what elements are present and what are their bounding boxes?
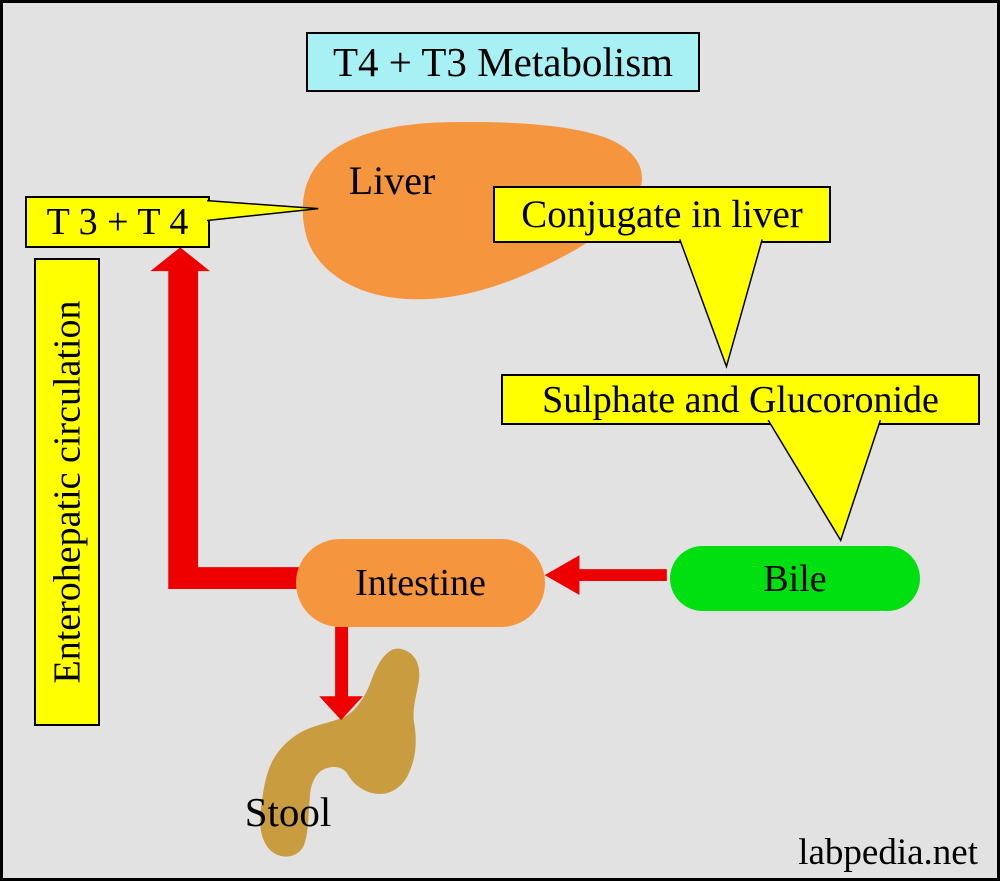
conjugate-label: Conjugate in liver xyxy=(521,193,803,236)
stool-shape xyxy=(260,648,420,857)
watermark: labpedia.net xyxy=(798,831,978,873)
liver-label: Liver xyxy=(348,158,436,203)
conjugate-in-liver-callout: Conjugate in liver xyxy=(493,186,831,243)
bile-label: Bile xyxy=(763,557,827,600)
title-box: T4 + T3 Metabolism xyxy=(306,32,700,92)
enterohepatic-circulation-box: Enterohepatic circulation xyxy=(34,258,100,726)
arrow-bile-to-intestine xyxy=(544,555,667,595)
enterohepatic-label: Enterohepatic circulation xyxy=(46,300,88,684)
stool-label: Stool xyxy=(244,788,332,835)
bile-node: Bile xyxy=(670,546,920,611)
t3-t4-box: T 3 + T 4 xyxy=(25,196,210,248)
shapes-layer xyxy=(150,121,667,857)
sulphate-glucoronide-callout: Sulphate and Glucoronide xyxy=(501,374,980,425)
intestine-node: Intestine xyxy=(296,539,545,627)
title-text: T4 + T3 Metabolism xyxy=(332,38,674,85)
intestine-label: Intestine xyxy=(355,562,486,604)
sulphate-label: Sulphate and Glucoronide xyxy=(542,378,939,421)
t3-t4-label: T 3 + T 4 xyxy=(46,201,189,243)
arrow-intestine-to-stool xyxy=(319,626,363,721)
liver-shape xyxy=(302,121,642,300)
arrow-intestine-to-liver xyxy=(150,247,302,589)
